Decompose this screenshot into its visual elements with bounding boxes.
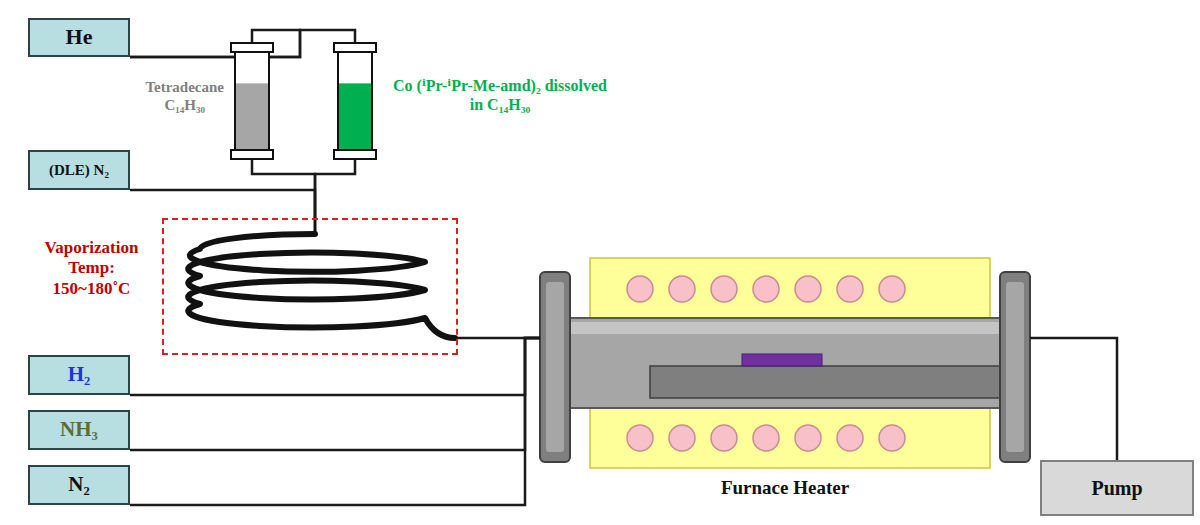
text-holder: Furnace Heater: [540, 477, 1030, 500]
vaporizer-zone: Vaporization Temp: 150~180˚C: [162, 218, 458, 355]
canister-body: [235, 52, 269, 150]
gas-line: [130, 190, 315, 218]
flange-face: [1006, 282, 1024, 452]
heater-coil: [627, 425, 653, 451]
gas-name: (DLE) N₂: [49, 161, 109, 179]
gas-line: [1030, 338, 1117, 460]
canister-outline: [230, 42, 274, 160]
carrier-gas-box: (DLE) N₂: [28, 150, 130, 190]
heater-coil: [669, 425, 695, 451]
gas-source-box: H₂: [28, 355, 130, 395]
heater-coil: [879, 425, 905, 451]
flange: [540, 272, 570, 462]
text-holder: N₂: [30, 467, 128, 503]
canister-cap: [334, 150, 376, 159]
pump-label: Pump: [1091, 476, 1142, 500]
substrate: [742, 354, 822, 366]
heater-coil: [711, 425, 737, 451]
canister-cap: [334, 43, 376, 52]
canister-body: [338, 52, 372, 150]
quartz-tube: [560, 318, 1020, 408]
pump-box: Pump: [1040, 460, 1194, 516]
canister-liquid: [339, 83, 371, 149]
gas-line: [130, 338, 540, 505]
text-holder: He: [30, 20, 128, 55]
heater-coil: [879, 276, 905, 302]
gas-name: N₂: [68, 472, 89, 497]
furnace-label: Furnace Heater: [540, 477, 1030, 500]
heater-coil: [669, 276, 695, 302]
solvent-name: Tetradecane: [145, 78, 224, 96]
gas-source-box: N₂: [28, 465, 130, 505]
tube-furnace: Furnace Heater: [540, 258, 1030, 500]
heater-coil: [795, 276, 821, 302]
text-holder: Vaporization Temp: 150~180˚C: [29, 238, 154, 299]
vaporizer-coil: [188, 234, 455, 338]
gas-name: He: [66, 24, 93, 50]
gas-line: [130, 30, 355, 57]
gas-source-box: NH₃: [28, 410, 130, 450]
text-holder: NH₃: [30, 412, 128, 448]
gas-line: [315, 160, 355, 218]
gas-name: H₂: [68, 362, 91, 387]
precursor-name: Co (ⁱPr-ⁱPr-Me-amd)₂ dissolved in C₁₄H₃₀: [385, 76, 615, 114]
gas-name: NH₃: [60, 417, 98, 442]
gas-line: [130, 30, 300, 57]
canister-cap: [231, 150, 273, 159]
text-holder: TetradecaneC₁₄H₃₀: [145, 78, 224, 114]
flange: [1000, 272, 1030, 462]
solvent-formula: C₁₄H₃₀: [145, 96, 224, 114]
gas-source-box: He: [28, 18, 130, 57]
canister-liquid: [236, 83, 268, 149]
sample-holder: [650, 366, 1000, 398]
text-holder: H₂: [30, 357, 128, 393]
text-holder: Co (ⁱPr-ⁱPr-Me-amd)₂ dissolved in C₁₄H₃₀: [385, 76, 615, 114]
heater-coil: [837, 425, 863, 451]
text-holder: Pump: [1042, 462, 1192, 514]
heater-coil: [753, 276, 779, 302]
gas-line: [130, 338, 540, 395]
text-holder: (DLE) N₂: [30, 152, 128, 188]
canister-cap: [231, 43, 273, 52]
heater-coil: [753, 425, 779, 451]
heater-coil: [795, 425, 821, 451]
heater-coil: [837, 276, 863, 302]
solvent-canister: TetradecaneC₁₄H₃₀: [230, 42, 274, 160]
flange-face: [546, 282, 564, 452]
heater-coil: [627, 276, 653, 302]
tube-highlight: [562, 322, 1018, 334]
canister-outline: [333, 42, 377, 160]
precursor-canister: Co (ⁱPr-ⁱPr-Me-amd)₂ dissolved in C₁₄H₃₀: [333, 42, 377, 160]
heater-coil: [711, 276, 737, 302]
vaporization-temp: Vaporization Temp: 150~180˚C: [29, 238, 154, 299]
